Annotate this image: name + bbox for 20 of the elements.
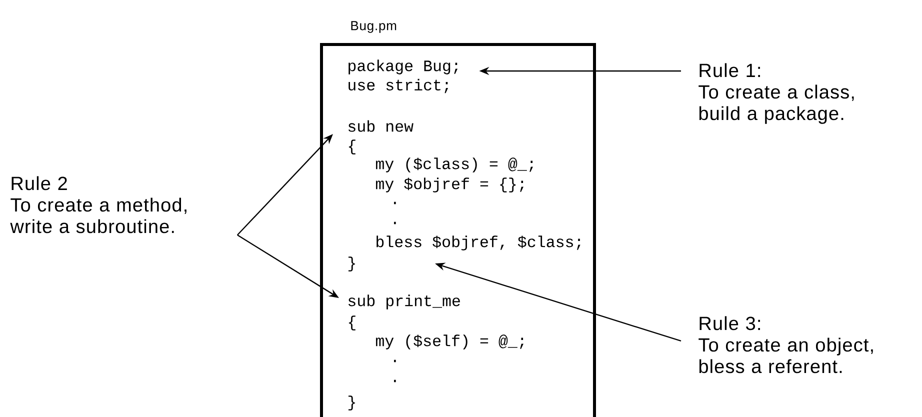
rule-note: Rule 3: To create an object, bless a referent. [698,316,873,374]
code-line: my ($class) = @_; [376,158,533,172]
code-line: { [348,316,356,330]
code-line: bless $objref, $class; [376,236,580,250]
code-line: use strict; [348,78,448,94]
code-line: . [394,360,396,362]
code-line: } [348,256,355,272]
code-line: . [394,202,396,204]
rule-note: Rule 2 To create a method, write a subroutine. [10,176,186,234]
code-line: my ($self) = @_; [376,334,524,350]
code-line: . [394,222,396,224]
rule-note: Rule 1: To create a class, build a package. [698,63,854,124]
code-line: package Bug; [348,60,458,74]
code-line: } [348,396,355,410]
code-line: . [394,380,396,382]
code-line: { [348,140,356,154]
code-line: my $objref = {}; [376,178,524,192]
code-line: sub new [348,120,414,132]
node-label: Bug.pm [351,21,396,33]
code-line: sub print_me [348,294,460,310]
